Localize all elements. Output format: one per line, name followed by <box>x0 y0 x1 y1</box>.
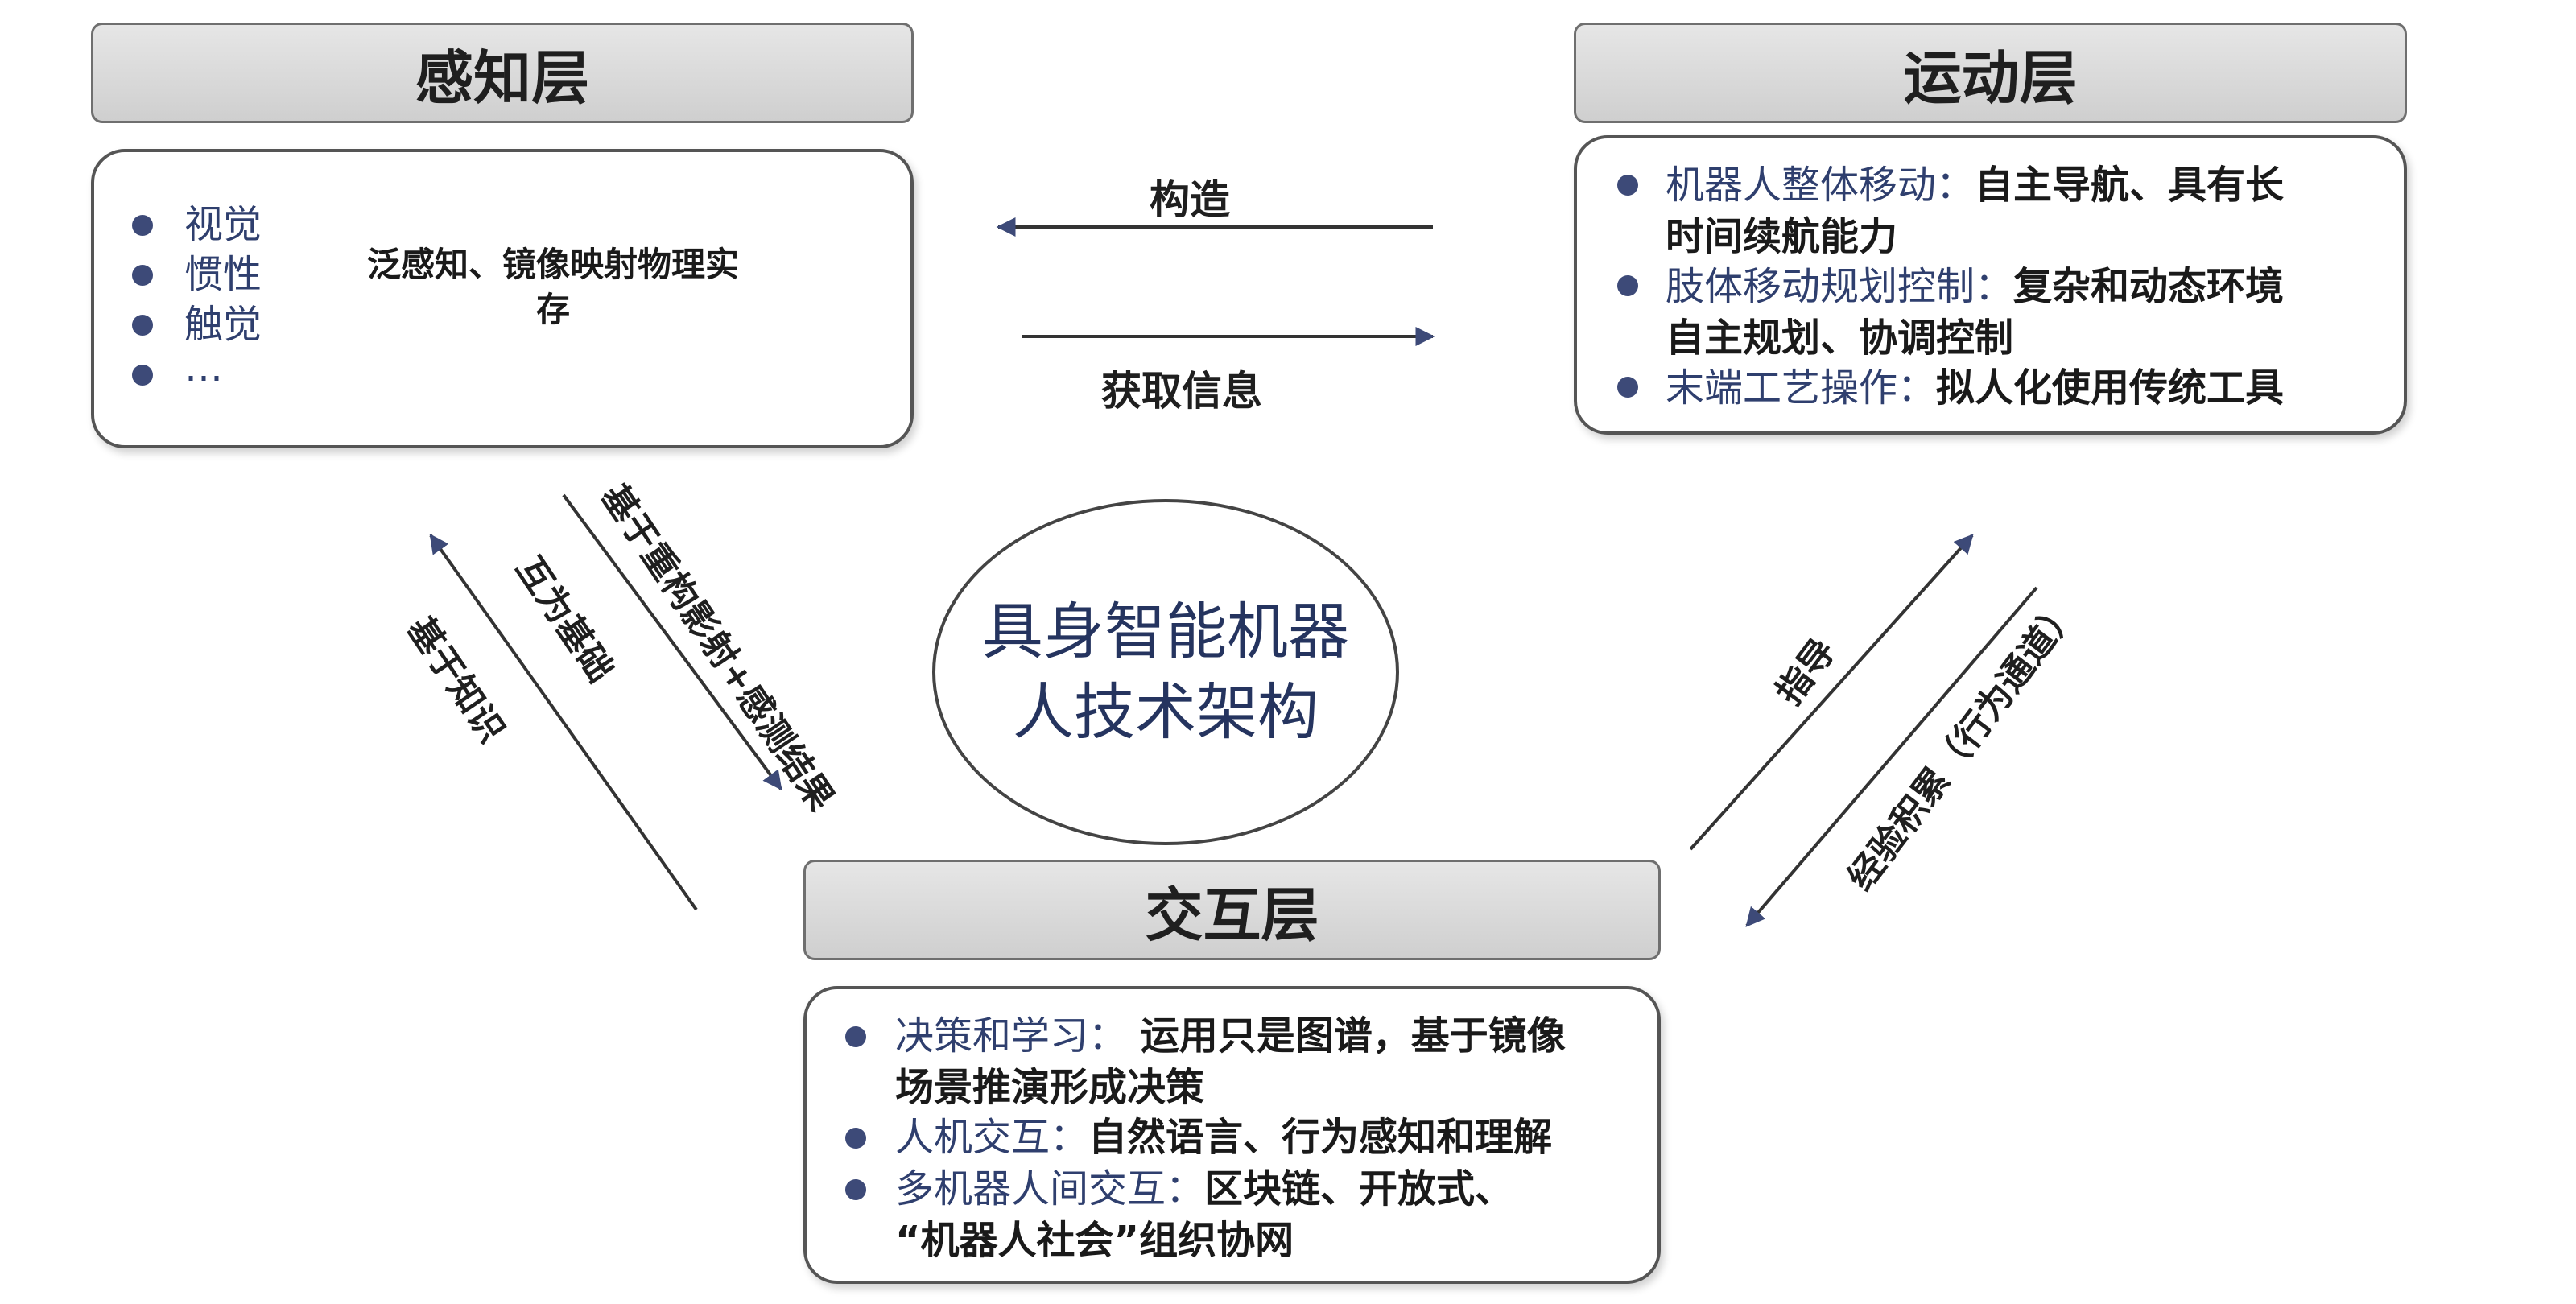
bullet-icon <box>1617 377 1638 398</box>
perception-item: 视觉 <box>184 202 262 247</box>
mapping-arrow <box>562 493 782 790</box>
perception-title: 感知层 <box>415 44 589 112</box>
motion-item: 肢体移动规划控制：复杂和动态环境自主规划、协调控制 <box>1666 264 2285 361</box>
center-ellipse: 具身智能机器 人技术架构 <box>932 499 1399 845</box>
perception-header: 感知层 <box>91 23 914 123</box>
interaction-item: 决策和学习： 运用只是图谱，基于镜像场景推演形成决策 <box>895 1013 1566 1110</box>
perception-note: 泛感知、镜像映射物理实 存 <box>366 245 739 329</box>
motion-header: 运动层 <box>1574 23 2407 123</box>
bullet-icon <box>1617 275 1638 296</box>
motion-item: 机器人整体移动：自主导航、具有长时间续航能力 <box>1666 163 2285 259</box>
interaction-header: 交互层 <box>803 860 1661 960</box>
knowledge-arrow <box>429 534 698 911</box>
perception-panel: 视觉 惯性 触觉 … 泛感知、镜像映射物理实 存 <box>91 149 914 448</box>
interaction-item: 人机交互：自然语言、行为感知和理解 <box>895 1115 1553 1160</box>
motion-title: 运动层 <box>1903 44 2078 112</box>
bullet-icon <box>845 1128 866 1149</box>
bullet-icon <box>1617 175 1638 196</box>
experience-arrow <box>1745 586 2038 927</box>
bullet-icon <box>132 365 153 386</box>
interaction-item: 多机器人间交互：区块链、开放式、“机器人社会”组织协网 <box>895 1166 1514 1263</box>
guidance-arrow <box>1689 534 1974 851</box>
bullet-icon <box>845 1026 866 1047</box>
center-title: 具身智能机器 人技术架构 <box>982 596 1349 748</box>
motion-item: 末端工艺操作：拟人化使用传统工具 <box>1666 365 2285 411</box>
motion-panel: 机器人整体移动：自主导航、具有长时间续航能力 肢体移动规划控制：复杂和动态环境自… <box>1574 135 2407 435</box>
perception-item: 惯性 <box>184 252 262 297</box>
perception-item: … <box>184 345 223 390</box>
bullet-icon <box>845 1179 866 1200</box>
bullet-icon <box>132 315 153 336</box>
bullet-icon <box>132 215 153 236</box>
interaction-panel: 决策和学习： 运用只是图谱，基于镜像场景推演形成决策 人机交互：自然语言、行为感… <box>803 986 1661 1284</box>
perception-item: 触觉 <box>184 302 262 347</box>
construct-label: 构造 <box>1150 176 1230 223</box>
bullet-icon <box>132 265 153 286</box>
acquire-label: 获取信息 <box>1101 368 1262 415</box>
interaction-title: 交互层 <box>1145 881 1319 949</box>
